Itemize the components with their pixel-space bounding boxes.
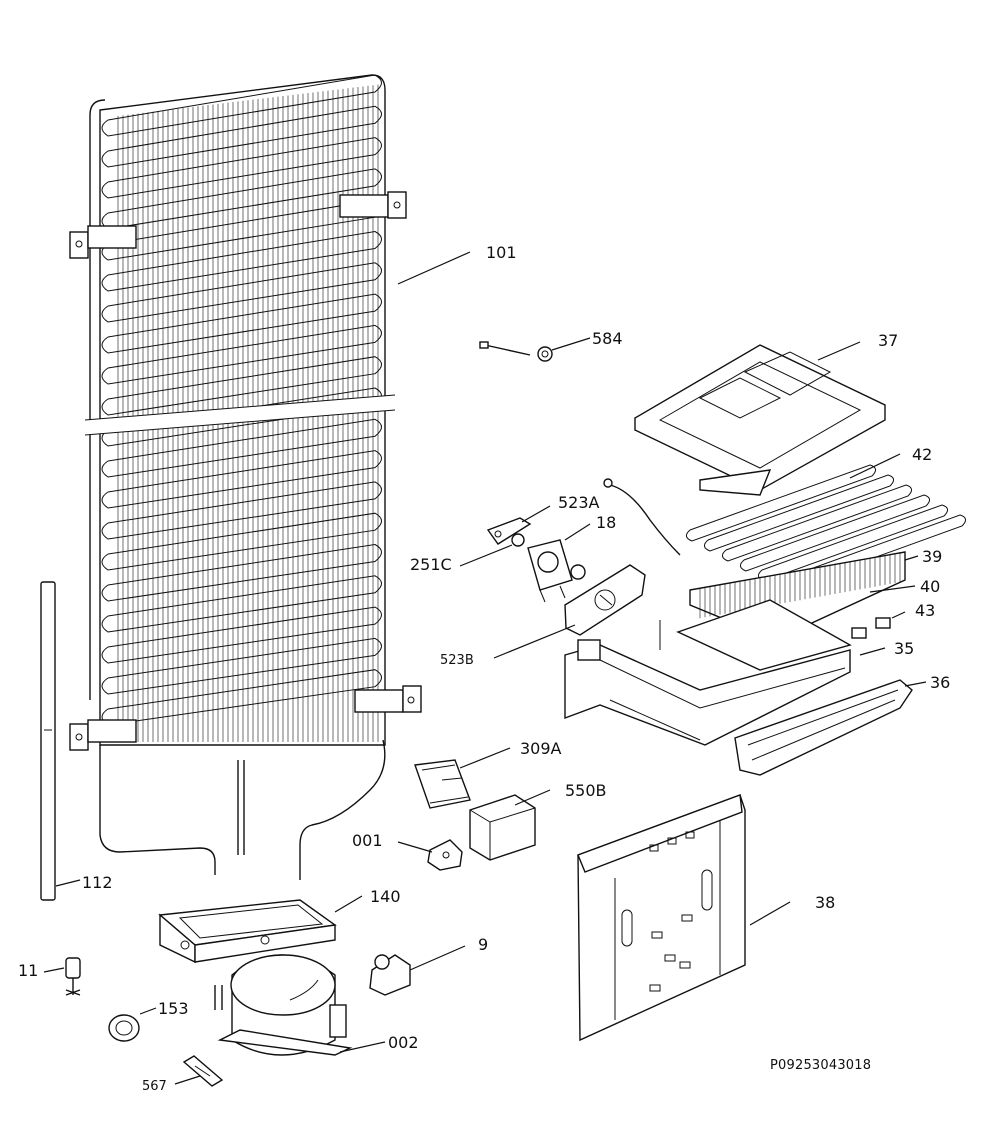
- label-251c: 251C: [410, 555, 452, 574]
- label-43: 43: [915, 601, 935, 620]
- condenser-bracket-top-right: [339, 191, 407, 219]
- evaporator-cover-37: [634, 344, 886, 496]
- label-567: 567: [142, 1079, 167, 1094]
- condenser-coil-loops: [101, 74, 382, 726]
- condenser-bracket-bottom-left: [69, 719, 137, 751]
- label-140: 140: [370, 887, 401, 906]
- condenser-loop: [101, 481, 382, 540]
- insulation-plate-40: [676, 599, 852, 671]
- relay-box-550b: [469, 794, 536, 861]
- label-42: 42: [912, 445, 932, 464]
- label-35: 35: [894, 639, 914, 658]
- condenser-loop: [101, 262, 382, 323]
- evaporator-42: [603, 464, 966, 592]
- evaporator-tube: [758, 504, 948, 582]
- condenser-loop: [101, 450, 382, 509]
- condenser-loop: [101, 418, 382, 478]
- condenser-loop: [101, 669, 382, 726]
- condenser-loop: [101, 356, 382, 416]
- label-153: 153: [158, 999, 189, 1018]
- fan-motor-18: [527, 539, 586, 603]
- thermostat-001: [427, 839, 463, 871]
- drier-tube-112: [40, 581, 56, 901]
- compressor-002: [214, 954, 353, 1056]
- label-40: 40: [920, 577, 940, 596]
- compressor-base-140: [158, 899, 337, 964]
- label-002: 002: [388, 1033, 419, 1052]
- bracket-523a: [486, 517, 532, 545]
- condenser-loop: [101, 324, 382, 385]
- condenser-bracket-bottom-right: [354, 685, 422, 713]
- grommet-11: [65, 957, 81, 996]
- evaporator-tube: [722, 484, 912, 562]
- sensor-584: [479, 341, 553, 362]
- label-38: 38: [815, 893, 835, 912]
- label-18: 18: [596, 513, 616, 532]
- clips-43: [851, 617, 891, 639]
- condenser-loop: [101, 105, 382, 168]
- label-112: 112: [82, 873, 113, 892]
- starter-relay-9: [369, 954, 411, 996]
- condenser-loop: [101, 637, 382, 695]
- label-523b: 523B: [440, 653, 474, 668]
- label-37: 37: [878, 331, 898, 350]
- cap-153: [108, 1014, 140, 1042]
- label-523a: 523A: [558, 493, 600, 512]
- label-550b: 550B: [565, 781, 607, 800]
- clip-567: [182, 1055, 224, 1087]
- condenser-101: [69, 74, 422, 880]
- condenser-loop: [101, 512, 382, 571]
- reference-code: P09253043018: [770, 1058, 871, 1073]
- condenser-loop: [101, 137, 382, 199]
- back-panel-38: [577, 794, 746, 1042]
- evaporator-tube: [704, 474, 894, 552]
- condenser-bracket-top-left: [69, 225, 137, 259]
- condenser-loop: [101, 606, 382, 664]
- condenser-loop: [101, 74, 382, 137]
- fan-cover-523b: [564, 564, 646, 636]
- condenser-loop: [101, 230, 382, 292]
- bracket-309a: [414, 759, 471, 809]
- label-9: 9: [478, 935, 488, 954]
- label-11: 11: [18, 961, 38, 980]
- label-309a: 309A: [520, 739, 562, 758]
- evaporator-tube: [740, 494, 930, 572]
- condenser-loop: [101, 293, 382, 354]
- label-39: 39: [922, 547, 942, 566]
- label-001: 001: [352, 831, 383, 850]
- condenser-loop: [101, 168, 382, 230]
- bushing-251c: [511, 533, 525, 547]
- label-101: 101: [486, 243, 517, 262]
- condenser-loop: [101, 575, 382, 633]
- label-36: 36: [930, 673, 950, 692]
- drip-tray-35: [564, 620, 851, 746]
- drain-channel-36: [734, 679, 913, 776]
- condenser-loop: [101, 543, 382, 602]
- label-584: 584: [592, 329, 623, 348]
